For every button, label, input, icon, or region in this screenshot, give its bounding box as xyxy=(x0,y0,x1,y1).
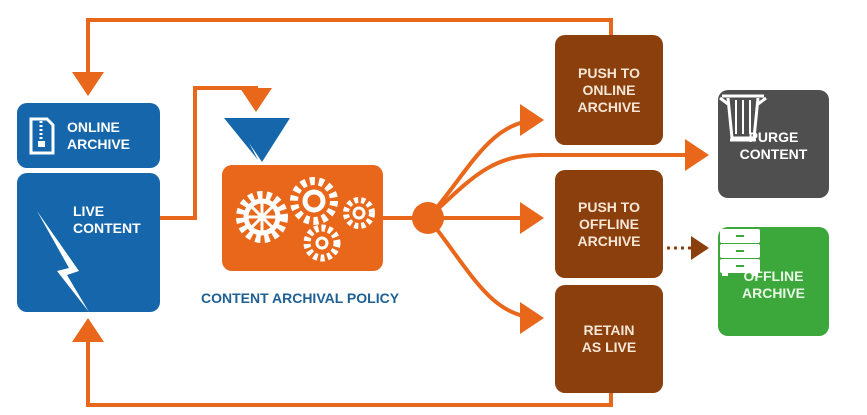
live-content-box: LIVE CONTENT xyxy=(17,173,160,312)
branch-retain xyxy=(426,216,544,334)
push-online-box: PUSH TO ONLINE ARCHIVE xyxy=(555,35,663,145)
retain-box: RETAIN AS LIVE xyxy=(555,285,663,393)
gears-icon xyxy=(236,177,375,262)
push-online-label: PUSH TO ONLINE ARCHIVE xyxy=(577,64,641,115)
zip-file-icon xyxy=(29,117,55,154)
branch-purge xyxy=(426,139,709,220)
online-archive-label: ONLINE ARCHIVE xyxy=(67,118,131,152)
online-archive-box: ONLINE ARCHIVE xyxy=(17,103,160,168)
live-content-label: LIVE CONTENT xyxy=(73,203,141,236)
branch-online xyxy=(426,104,544,220)
purge-label: PURGE CONTENT xyxy=(739,129,808,162)
retain-label: RETAIN AS LIVE xyxy=(581,322,637,355)
push-offline-box: PUSH TO OFFLINE ARCHIVE xyxy=(555,170,663,278)
live-to-policy-arrow xyxy=(160,86,272,220)
loop-bottom-arrow xyxy=(72,318,613,407)
offline-archive-box: OFFLINE ARCHIVE xyxy=(718,227,829,336)
loop-top-arrow xyxy=(72,18,613,96)
funnel-icon xyxy=(224,118,290,162)
policy-box xyxy=(222,165,383,271)
purge-box: PURGE CONTENT xyxy=(718,90,829,198)
policy-label: CONTENT ARCHIVAL POLICY xyxy=(200,290,400,306)
decision-node xyxy=(412,202,444,234)
push-offline-label: PUSH TO OFFLINE ARCHIVE xyxy=(577,198,641,249)
lightning-icon xyxy=(37,211,89,312)
trash-can-icon xyxy=(719,94,767,142)
cabinet-icon xyxy=(720,229,760,276)
